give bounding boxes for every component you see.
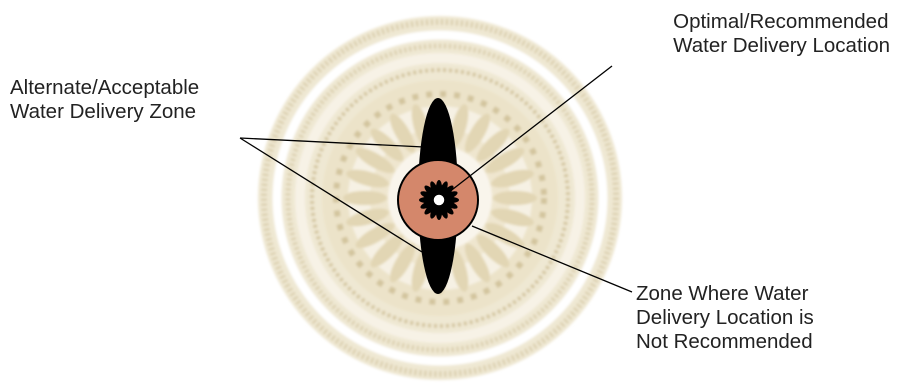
label-optimal-line1: Optimal/Recommended [673, 10, 890, 34]
rosette-petal [493, 191, 537, 205]
optimal-point [433, 194, 445, 206]
label-not-recommended-zone: Zone Where Water Delivery Location is No… [636, 282, 814, 354]
label-not-rec-line2: Delivery Location is [636, 306, 814, 330]
label-optimal-line2: Water Delivery Location [673, 34, 890, 58]
rosette-petal [343, 191, 387, 205]
label-alternate-line2: Water Delivery Zone [10, 100, 199, 124]
label-alternate-line1: Alternate/Acceptable [10, 76, 199, 100]
label-alternate-zone: Alternate/Acceptable Water Delivery Zone [10, 76, 199, 124]
label-not-rec-line1: Zone Where Water [636, 282, 814, 306]
label-not-rec-line3: Not Recommended [636, 330, 814, 354]
label-optimal-location: Optimal/Recommended Water Delivery Locat… [673, 10, 890, 58]
